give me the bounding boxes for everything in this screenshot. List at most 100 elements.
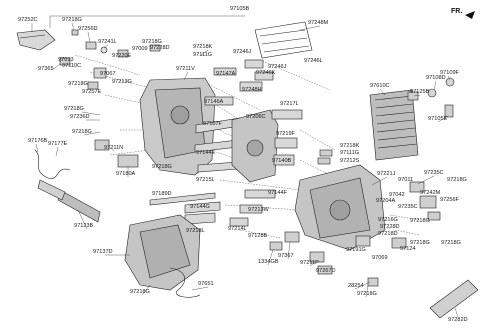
front-direction-indicator: FR. [451, 8, 475, 19]
label-97246J: 97246J [268, 64, 287, 70]
label-97105B: 97105B [230, 6, 250, 12]
actuator-part [87, 81, 99, 90]
part-97123b-heater-core [37, 179, 101, 223]
label-97144E: 97144E [196, 150, 216, 156]
part-97211n [94, 139, 110, 151]
label-97146A: 97146A [204, 99, 224, 105]
label-97147A: 97147A [216, 71, 236, 77]
label-97218G: 97218G [142, 39, 162, 45]
part-28254 [367, 277, 379, 287]
label-97128B: 97128B [248, 233, 268, 239]
clip-part [407, 91, 419, 101]
label-97220E: 97220E [112, 53, 132, 59]
label-97216G: 97216G [378, 217, 398, 223]
label-97218G: 97218G [447, 177, 467, 183]
part-1334gb [269, 241, 283, 251]
label-97213W: 97213W [248, 207, 270, 213]
label-97246L: 97246L [304, 58, 323, 64]
label-97367: 97367 [278, 253, 294, 259]
label-97218G: 97218G [72, 129, 92, 135]
part-97211p [309, 251, 325, 263]
part-97221j-right-case [294, 164, 386, 251]
clip-part [317, 157, 331, 165]
actuator-part [59, 57, 71, 66]
label-28254: 28254 [348, 283, 364, 289]
label-97246K: 97246K [256, 70, 276, 76]
label-97204A: 97204A [376, 198, 396, 204]
part-97140b [273, 154, 295, 166]
label-97211V: 97211V [176, 66, 195, 72]
label-97105E: 97105E [428, 116, 448, 122]
label-97228D: 97228D [150, 45, 170, 51]
label-97111G: 97111G [193, 52, 212, 58]
clip-part [149, 44, 161, 52]
label-97219F: 97219F [276, 131, 296, 137]
label-97110C: 97110C [62, 63, 81, 69]
label-97009: 97009 [132, 46, 148, 52]
label-97011: 97011 [398, 177, 413, 183]
clip-part [444, 104, 454, 118]
label-97218K: 97218K [193, 44, 213, 50]
label-97213G: 97213G [112, 79, 132, 85]
label-1334GB: 1334GB [258, 259, 279, 265]
label-97140B: 97140B [272, 158, 292, 164]
label-97218G: 97218G [410, 218, 430, 224]
label-97067: 97067 [100, 71, 116, 77]
label-97177E: 97177E [48, 141, 68, 147]
label-97217L: 97217L [280, 101, 299, 107]
label-97282D: 97282D [448, 317, 468, 323]
part-97252c-duct [16, 29, 56, 51]
part-97147a [213, 67, 237, 76]
label-97124: 97124 [400, 246, 416, 252]
label-97235C: 97235C [398, 204, 418, 210]
part-97367 [284, 231, 300, 243]
label-97257E: 97257E [82, 89, 102, 95]
actuator-part [391, 237, 407, 249]
label-97013: 97013 [58, 57, 74, 63]
label-97111G: 97111G [340, 150, 359, 156]
actuator-part [93, 67, 107, 79]
label-97215L: 97215L [196, 177, 215, 183]
part-97137d-blower-case [124, 214, 201, 291]
label-97248M: 97248M [308, 20, 329, 26]
label-97218G: 97218G [130, 289, 150, 295]
label-97218L: 97218L [186, 228, 205, 234]
label-97221J: 97221J [377, 171, 396, 177]
part-97144g [184, 201, 221, 214]
part-97217l [271, 109, 303, 120]
grommet-part [100, 46, 108, 54]
label-97206C: 97206C [246, 114, 266, 120]
label-97109F: 97109F [440, 70, 460, 76]
part-97180a [117, 154, 139, 168]
label-97246J: 97246J [233, 49, 252, 55]
label-97218G: 97218G [64, 106, 84, 112]
part-97206c-center-case [231, 109, 279, 183]
label-97218G: 97218G [152, 164, 172, 170]
part-97219f [274, 137, 298, 149]
label-97236D: 97236D [70, 114, 90, 120]
clip-part [319, 149, 333, 157]
label-97211P: 97211P [300, 260, 319, 266]
part-97189d [149, 192, 216, 206]
actuator-part [427, 211, 441, 221]
label-97212S: 97212S [340, 158, 360, 164]
label-97144G: 97144G [190, 204, 210, 210]
part-number-labels: 97252C 97218G 97256D 97105B 97248M 97241… [18, 6, 468, 323]
label-97218K: 97218K [340, 143, 360, 149]
label-97651: 97651 [198, 281, 214, 287]
label-97069: 97069 [372, 255, 388, 261]
clip-part [71, 29, 79, 36]
label-97176B: 97176B [28, 138, 48, 144]
part-97176b-harness [34, 149, 71, 179]
label-97218D: 97218D [378, 231, 398, 237]
grommet-part [427, 88, 437, 98]
label-97218G: 97218G [357, 291, 377, 297]
part-97651-hose [169, 267, 201, 298]
label-97180A: 97180A [116, 171, 136, 177]
label-97191G: 97191G [346, 247, 366, 253]
leader-lines [31, 22, 459, 318]
part-97213w [239, 204, 263, 214]
label-97228D: 97228D [380, 224, 400, 230]
label-97211N: 97211N [104, 145, 123, 151]
